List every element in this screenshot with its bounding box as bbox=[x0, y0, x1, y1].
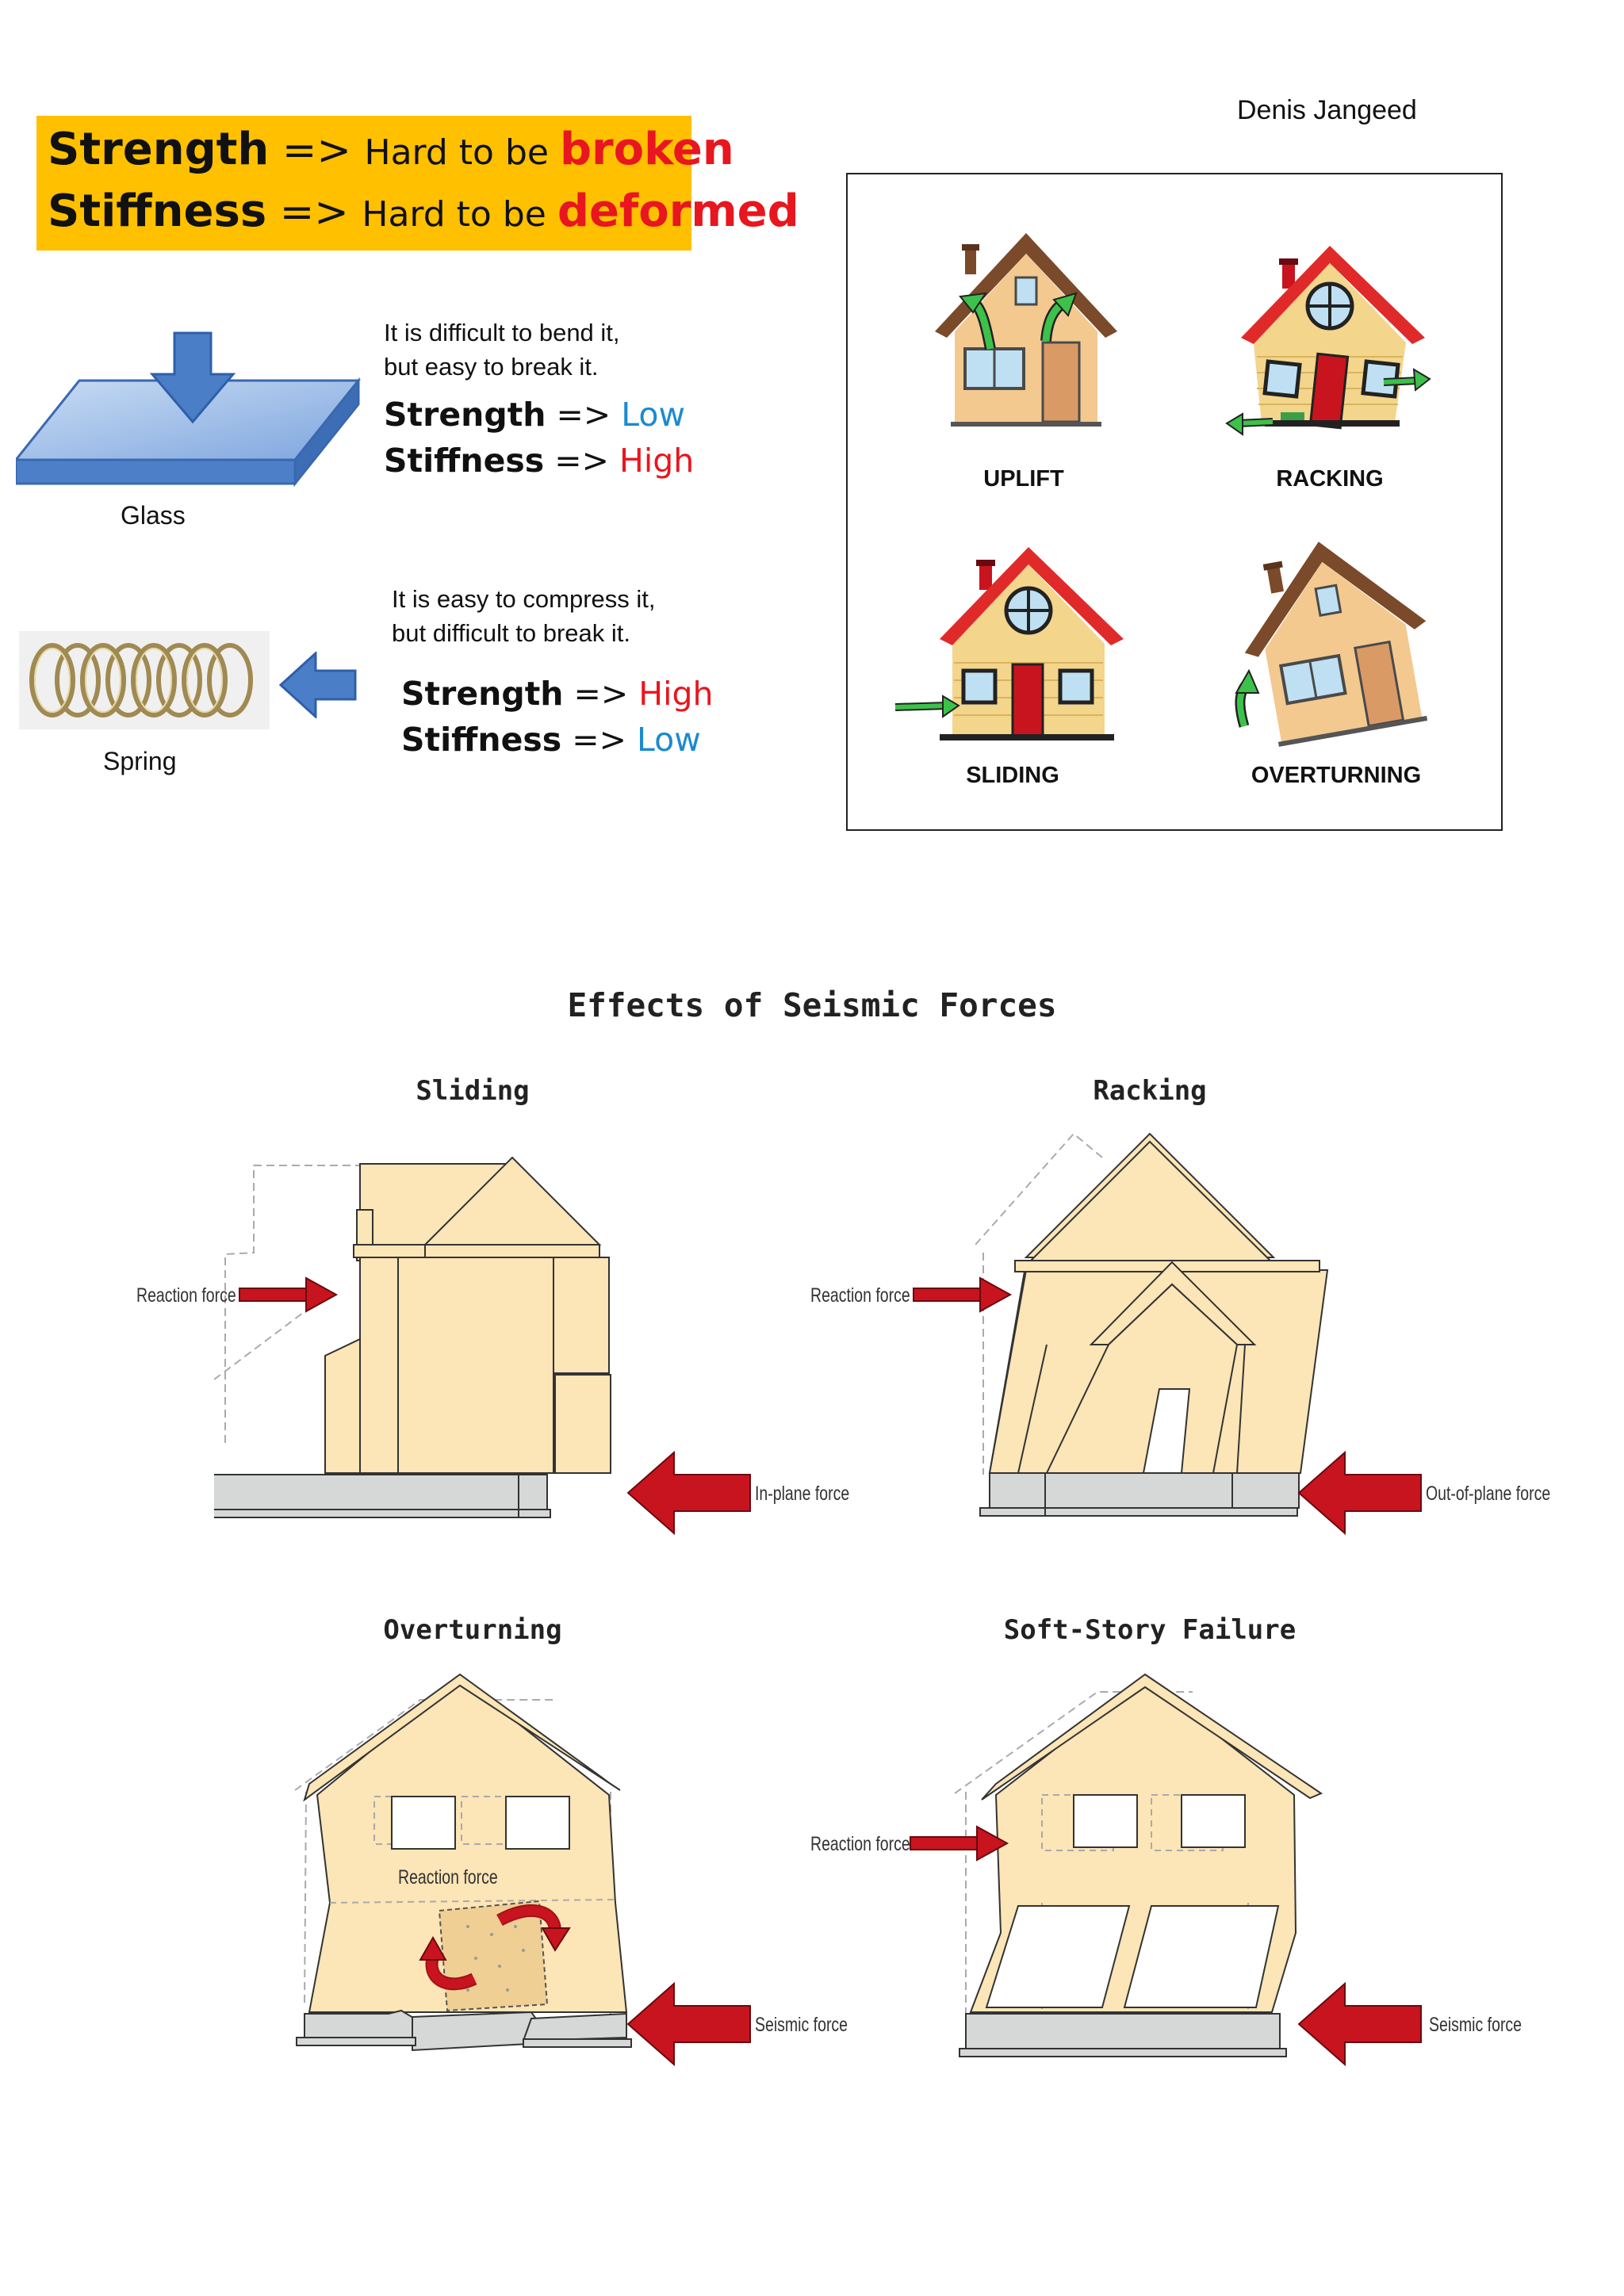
stiffness-label: Stiffness bbox=[384, 442, 545, 480]
racking-reaction-label: Reaction force bbox=[810, 1284, 910, 1307]
glass-stiffness: Stiffness => High bbox=[384, 438, 694, 484]
prop-arrow: => bbox=[563, 675, 639, 713]
soft-story-force-arrow bbox=[1297, 1982, 1422, 2066]
strength-term: Strength bbox=[48, 124, 270, 175]
definition-phrase: Hard to be bbox=[362, 194, 557, 235]
overturning-force-arrow bbox=[626, 1982, 751, 2066]
overturning-force-label: Seismic force bbox=[755, 2014, 848, 2036]
definition-keyword: broken bbox=[559, 124, 734, 175]
soft-story-reaction-label: Reaction force bbox=[810, 1833, 910, 1855]
racking-caption: RACKING bbox=[1276, 466, 1384, 492]
soft-story-diagram bbox=[955, 1673, 1323, 2057]
uplift-caption: UPLIFT bbox=[983, 466, 1064, 492]
spring-stiffness-value: Low bbox=[636, 721, 701, 759]
definition-arrow: => bbox=[269, 127, 365, 174]
uplift-house-icon bbox=[935, 233, 1117, 427]
glass-strength-value: Low bbox=[621, 396, 686, 434]
house-effects-panel: UPLIFT RACKING bbox=[846, 173, 1503, 831]
stiffness-definition: Stiffness => Hard to be deformed bbox=[48, 186, 799, 237]
sliding-reaction-label: Reaction force bbox=[136, 1284, 236, 1307]
seismic-section-title: Effects of Seismic Forces bbox=[567, 986, 1057, 1024]
spring-note-line2: but difficult to break it. bbox=[392, 619, 630, 647]
overturning-diagram bbox=[294, 1673, 632, 2052]
glass-plate-illustration bbox=[16, 331, 362, 488]
sliding-title: Sliding bbox=[416, 1075, 530, 1107]
glass-plate-front bbox=[16, 458, 297, 485]
down-arrow-icon bbox=[149, 331, 236, 424]
racking-house-shapes bbox=[979, 1140, 1329, 1517]
author-name: Denis Jangeed bbox=[1237, 95, 1417, 125]
glass-note-line1: It is difficult to bend it, bbox=[384, 319, 620, 346]
racking-force-label: Out-of-plane force bbox=[1426, 1483, 1551, 1505]
glass-label: Glass bbox=[121, 501, 186, 530]
soft-story-reaction-arrow bbox=[910, 1825, 1009, 1862]
stiffness-label: Stiffness bbox=[401, 721, 562, 759]
definitions-box: Strength => Hard to be broken Stiffness … bbox=[36, 116, 799, 251]
overturning-house-icon bbox=[1235, 541, 1428, 747]
strength-definition: Strength => Hard to be broken bbox=[48, 124, 734, 175]
prop-arrow: => bbox=[561, 721, 637, 759]
sliding-force-arrow bbox=[626, 1451, 751, 1535]
glass-strength: Strength => Low bbox=[384, 392, 685, 438]
strength-label: Strength bbox=[384, 396, 546, 434]
definition-arrow: => bbox=[266, 189, 362, 236]
racking-house-icon bbox=[1225, 246, 1431, 436]
spring-strength-value: High bbox=[638, 675, 714, 713]
left-arrow-icon bbox=[279, 652, 357, 718]
prop-arrow: => bbox=[544, 442, 619, 480]
racking-reaction-arrow bbox=[913, 1276, 1013, 1313]
spring-label: Spring bbox=[103, 747, 177, 775]
racking-force-arrow bbox=[1297, 1451, 1422, 1535]
sliding-house-icon bbox=[894, 547, 1124, 740]
spring-strength: Strength => High bbox=[401, 671, 714, 717]
overturning-reaction-label: Reaction force bbox=[398, 1866, 498, 1888]
racking-title: Racking bbox=[1093, 1075, 1207, 1107]
spring-coil-icon bbox=[29, 643, 253, 718]
definition-keyword: deformed bbox=[557, 186, 799, 237]
glass-note-line2: but easy to break it. bbox=[384, 353, 599, 381]
definition-phrase: Hard to be bbox=[364, 132, 560, 173]
prop-arrow: => bbox=[546, 396, 622, 434]
spring-note-line1: It is easy to compress it, bbox=[392, 585, 656, 613]
glass-plate-side bbox=[293, 377, 360, 488]
sliding-force-label: In-plane force bbox=[755, 1483, 850, 1505]
soft-story-title: Soft-Story Failure bbox=[1003, 1614, 1297, 1646]
spring-note: It is easy to compress it, but difficult… bbox=[392, 582, 656, 650]
strength-label: Strength bbox=[401, 675, 564, 713]
glass-note: It is difficult to bend it, but easy to … bbox=[384, 316, 620, 384]
glass-stiffness-value: High bbox=[619, 442, 695, 480]
overturning-title: Overturning bbox=[383, 1614, 562, 1646]
sliding-house-shapes bbox=[214, 1156, 611, 1518]
stiffness-term: Stiffness bbox=[48, 186, 267, 237]
sliding-caption: SLIDING bbox=[966, 763, 1059, 788]
spring-stiffness: Stiffness => Low bbox=[401, 717, 701, 763]
spring-photo bbox=[19, 631, 270, 729]
sliding-reaction-arrow bbox=[239, 1276, 339, 1313]
soft-story-force-label: Seismic force bbox=[1429, 2014, 1522, 2036]
overturning-caption: OVERTURNING bbox=[1251, 763, 1422, 788]
